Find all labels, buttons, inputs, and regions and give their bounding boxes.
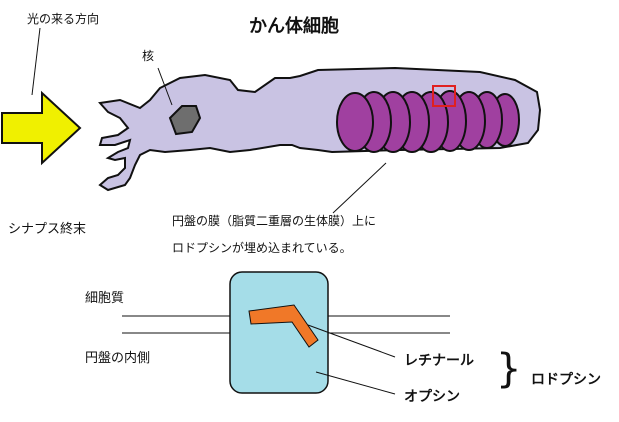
- membrane-highlight-box: [432, 85, 456, 107]
- disk: [336, 92, 374, 152]
- light-arrow: [1, 90, 82, 166]
- retinal-molecule: [248, 304, 319, 348]
- disk-stack: [336, 90, 520, 153]
- disk-note-line2: ロドプシンが埋め込まれている。: [172, 241, 352, 255]
- rhodopsin-brace: }: [496, 346, 522, 392]
- light-label-pointer: [31, 27, 41, 96]
- nucleus: [168, 105, 202, 136]
- disk-note-pointer: [332, 162, 387, 214]
- cytoplasm-label: 細胞質: [85, 291, 125, 306]
- retinal-pointer: [307, 324, 396, 358]
- disk-note-line1: 円盤の膜（脂質二重層の生体膜）上に: [172, 214, 377, 228]
- light-direction-label: 光の来る方向: [27, 12, 100, 26]
- synaptic-terminal-label: シナプス終末: [8, 222, 87, 237]
- opsin-label: オプシン: [404, 389, 460, 405]
- opsin-pointer: [315, 371, 396, 395]
- rhodopsin-label: ロドプシン: [531, 372, 601, 388]
- disk-inside-label: 円盤の内側: [85, 351, 151, 366]
- nucleus-label: 核: [142, 49, 155, 63]
- nucleus-pointer: [157, 67, 173, 106]
- diagram-title: かん体細胞: [249, 16, 339, 37]
- retinal-label: レチナール: [404, 353, 474, 369]
